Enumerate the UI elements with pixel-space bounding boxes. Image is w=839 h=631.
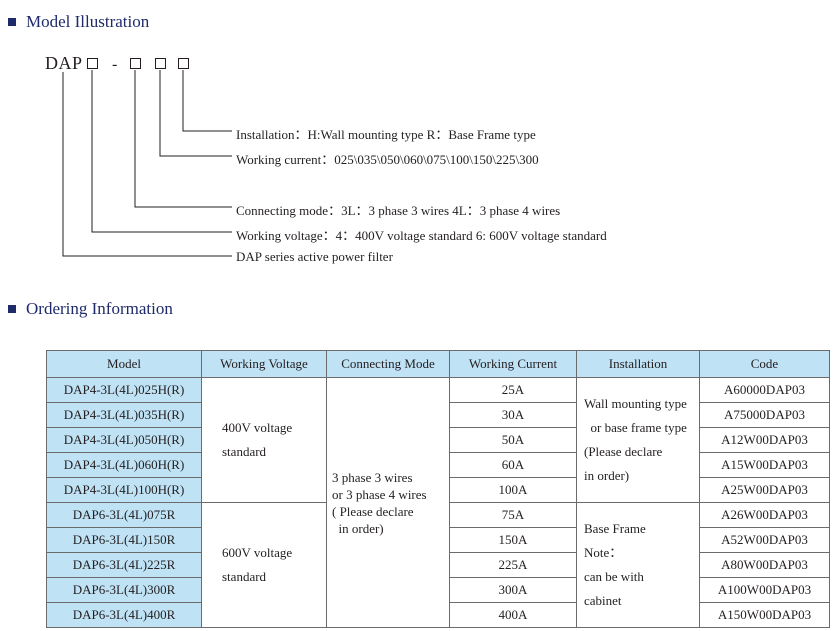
table-row: DAP4-3L(4L)100H(R) 100A A25W00DAP03: [46, 477, 830, 503]
label-working-current: Working current：025\035\050\060\075\100\…: [236, 152, 539, 167]
installation-line: Wall mounting type: [584, 396, 687, 411]
connecting-mode-line: or 3 phase 4 wires: [332, 486, 427, 502]
cell-current: 60A: [449, 452, 577, 478]
connecting-mode-line: ( Please declare: [332, 503, 414, 519]
cell-current: 400A: [449, 602, 577, 628]
connector-working-voltage: [91, 70, 232, 233]
cell-current: 300A: [449, 577, 577, 603]
voltage-400-line: standard: [222, 444, 267, 459]
cell-current: 25A: [449, 377, 577, 403]
cell-model: DAP4-3L(4L)100H(R): [46, 477, 202, 503]
header-code: Code: [699, 350, 830, 378]
section-title-ordering-information: Ordering Information: [8, 299, 173, 319]
connector-series: [62, 72, 232, 257]
header-installation: Installation: [576, 350, 700, 378]
cell-model: DAP4-3L(4L)050H(R): [46, 427, 202, 453]
cell-current: 225A: [449, 552, 577, 578]
cell-current: 75A: [449, 502, 577, 528]
cell-voltage-400: 400V voltage standard: [201, 377, 327, 503]
header-model: Model: [46, 350, 202, 378]
header-connecting-mode: Connecting Mode: [326, 350, 450, 378]
connector-installation: [182, 70, 232, 132]
voltage-600-line: 600V voltage: [222, 545, 293, 560]
cell-model: DAP6-3L(4L)150R: [46, 527, 202, 553]
label-installation: Installation：H:Wall mounting type R：Base…: [236, 127, 536, 142]
current-placeholder-box: [155, 58, 166, 69]
installation-line: cabinet: [584, 593, 622, 608]
installation-line: can be with: [584, 569, 644, 584]
installation-line: in order): [584, 468, 630, 483]
installation-line: Note：: [584, 545, 623, 560]
table-row: DAP6-3L(4L)150R 150A A52W00DAP03: [46, 527, 830, 553]
header-working-voltage: Working Voltage: [201, 350, 327, 378]
cell-model: DAP6-3L(4L)400R: [46, 602, 202, 628]
cell-model: DAP6-3L(4L)300R: [46, 577, 202, 603]
table-row: DAP6-3L(4L)300R 300A A100W00DAP03: [46, 577, 830, 603]
installation-placeholder-box: [178, 58, 189, 69]
cell-code: A60000DAP03: [699, 377, 830, 403]
cell-code: A75000DAP03: [699, 402, 830, 428]
cell-code: A80W00DAP03: [699, 552, 830, 578]
label-working-voltage: Working voltage：4：400V voltage standard …: [236, 228, 607, 243]
voltage-placeholder-box: [87, 58, 98, 69]
cell-code: A12W00DAP03: [699, 427, 830, 453]
cell-code: A25W00DAP03: [699, 477, 830, 503]
installation-line: Base Frame: [584, 521, 646, 536]
voltage-600-line: standard: [222, 569, 267, 584]
cell-current: 30A: [449, 402, 577, 428]
label-connecting-mode: Connecting mode：3L：3 phase 3 wires 4L：3 …: [236, 203, 561, 218]
cell-installation-base: Base Frame Note： can be with cabinet: [576, 502, 700, 628]
table-row: DAP4-3L(4L)025H(R) 400V voltage standard…: [46, 377, 830, 628]
cell-voltage-600: 600V voltage standard: [201, 502, 327, 628]
connector-working-current: [159, 70, 232, 157]
voltage-400-line: 400V voltage: [222, 420, 293, 435]
model-illustration-diagram: DAP - Installation：H:Wall mounting type …: [0, 0, 839, 280]
cell-installation-wall: Wall mounting type or base frame type (P…: [576, 377, 700, 503]
connector-lines: [62, 70, 232, 257]
cell-code: A52W00DAP03: [699, 527, 830, 553]
cell-code: A100W00DAP03: [699, 577, 830, 603]
installation-line: or base frame type: [584, 420, 687, 435]
cell-code: A150W00DAP03: [699, 602, 830, 628]
table-header-row: Model Working Voltage Connecting Mode Wo…: [46, 350, 830, 378]
table-row: DAP6-3L(4L)400R 400A A150W00DAP03: [46, 602, 830, 628]
cell-current: 150A: [449, 527, 577, 553]
cell-model: DAP4-3L(4L)035H(R): [46, 402, 202, 428]
square-bullet-icon: [8, 18, 16, 26]
model-separator: -: [112, 56, 118, 73]
square-bullet-icon: [8, 305, 16, 313]
connector-connecting-mode: [134, 70, 232, 208]
connecting-mode-line: in order): [332, 520, 384, 536]
cell-model: DAP6-3L(4L)225R: [46, 552, 202, 578]
mode-placeholder-box: [130, 58, 141, 69]
model-prefix: DAP: [45, 53, 83, 73]
installation-line: (Please declare: [584, 444, 663, 459]
cell-current: 100A: [449, 477, 577, 503]
header-working-current: Working Current: [449, 350, 577, 378]
cell-model: DAP4-3L(4L)025H(R): [46, 377, 202, 403]
cell-model: DAP4-3L(4L)060H(R): [46, 452, 202, 478]
section-title-model-illustration: Model Illustration: [8, 12, 149, 32]
cell-code: A26W00DAP03: [699, 502, 830, 528]
cell-model: DAP6-3L(4L)075R: [46, 502, 202, 528]
table-row: DAP4-3L(4L)060H(R) 60A A15W00DAP03: [46, 452, 830, 478]
cell-connecting-mode: 3 phase 3 wires or 3 phase 4 wires ( Ple…: [326, 377, 450, 628]
label-series: DAP series active power filter: [236, 249, 393, 264]
cell-code: A15W00DAP03: [699, 452, 830, 478]
ordering-table: Model Working Voltage Connecting Mode Wo…: [46, 350, 830, 628]
cell-current: 50A: [449, 427, 577, 453]
connecting-mode-line: 3 phase 3 wires: [332, 469, 413, 485]
